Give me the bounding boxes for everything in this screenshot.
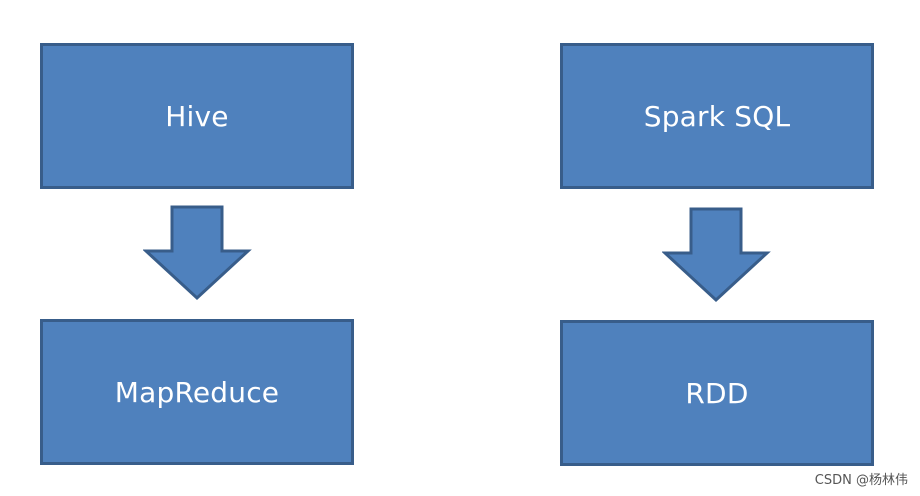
watermark: CSDN @杨林伟 xyxy=(814,473,908,488)
mapreduce-label: MapReduce xyxy=(114,375,280,409)
down-arrow-icon xyxy=(143,205,252,301)
down-arrow-icon xyxy=(662,207,771,303)
spark-sql-label: Spark SQL xyxy=(643,99,791,133)
hive-box: Hive xyxy=(40,43,354,189)
spark-sql-box: Spark SQL xyxy=(560,43,874,189)
hive-label: Hive xyxy=(165,99,229,133)
rdd-label: RDD xyxy=(685,376,749,410)
mapreduce-box: MapReduce xyxy=(40,319,354,465)
rdd-box: RDD xyxy=(560,320,874,466)
